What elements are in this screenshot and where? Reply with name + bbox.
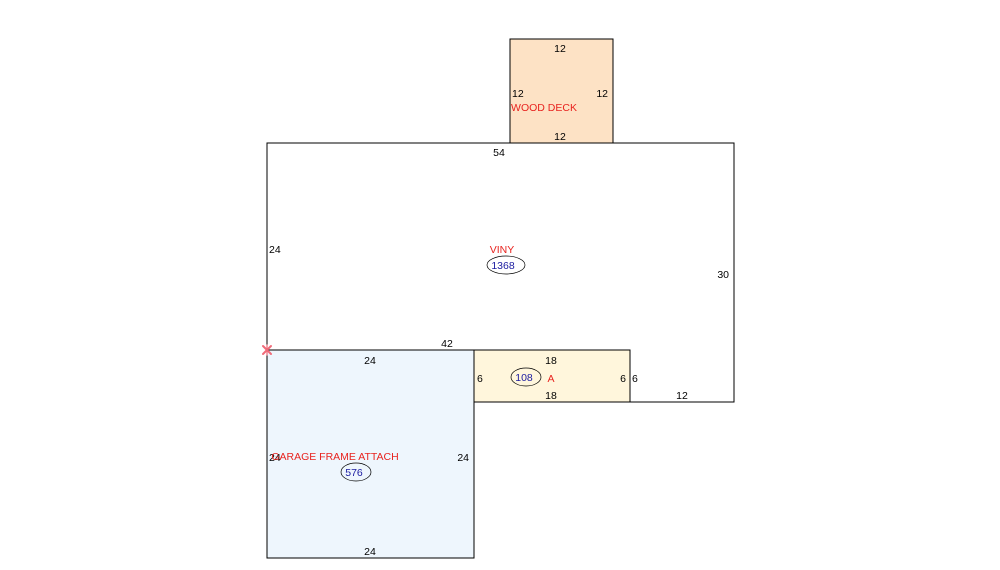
garage-dim-right: 24 <box>457 452 469 464</box>
room-a-dim-bottom: 18 <box>545 390 557 402</box>
room-a-label: A <box>547 373 554 385</box>
origin-marker-icon[interactable] <box>262 344 272 356</box>
main-dim-top: 54 <box>493 147 505 159</box>
room-a-area-oval <box>510 367 542 387</box>
room-a-dim-right-outer: 6 <box>632 373 638 385</box>
garage-area-oval <box>340 462 372 482</box>
main-area-value: 1368 <box>491 260 515 272</box>
garage-dim-left: 24 <box>269 452 281 464</box>
deck-dim-right: 12 <box>596 88 608 100</box>
deck-dim-top: 12 <box>554 43 566 55</box>
main-dim-right: 30 <box>717 269 729 281</box>
garage-label: GARAGE FRAME ATTACH <box>271 451 398 463</box>
main-dim-step: 42 <box>441 338 453 350</box>
room-a-area[interactable] <box>473 349 631 403</box>
main-dim-bottom-right: 12 <box>676 390 688 402</box>
room-a-area-value: 108 <box>515 372 533 384</box>
deck-dim-left: 12 <box>512 88 524 100</box>
garage-dim-top: 24 <box>364 355 376 367</box>
deck-dim-bottom: 12 <box>554 131 566 143</box>
room-a-dim-top: 18 <box>545 355 557 367</box>
garage-area-value: 576 <box>345 467 363 479</box>
deck-label: WOOD DECK <box>511 102 577 114</box>
main-dim-left: 24 <box>269 244 281 256</box>
main-area-oval <box>486 255 526 275</box>
room-a-dim-right: 6 <box>620 373 626 385</box>
wood-deck-area[interactable] <box>509 38 614 144</box>
main-area-label: VINY <box>490 244 515 256</box>
room-a-dim-left: 6 <box>477 373 483 385</box>
garage-area[interactable] <box>266 349 475 559</box>
garage-dim-bottom: 24 <box>364 546 376 558</box>
main-area-outline[interactable] <box>266 142 735 403</box>
